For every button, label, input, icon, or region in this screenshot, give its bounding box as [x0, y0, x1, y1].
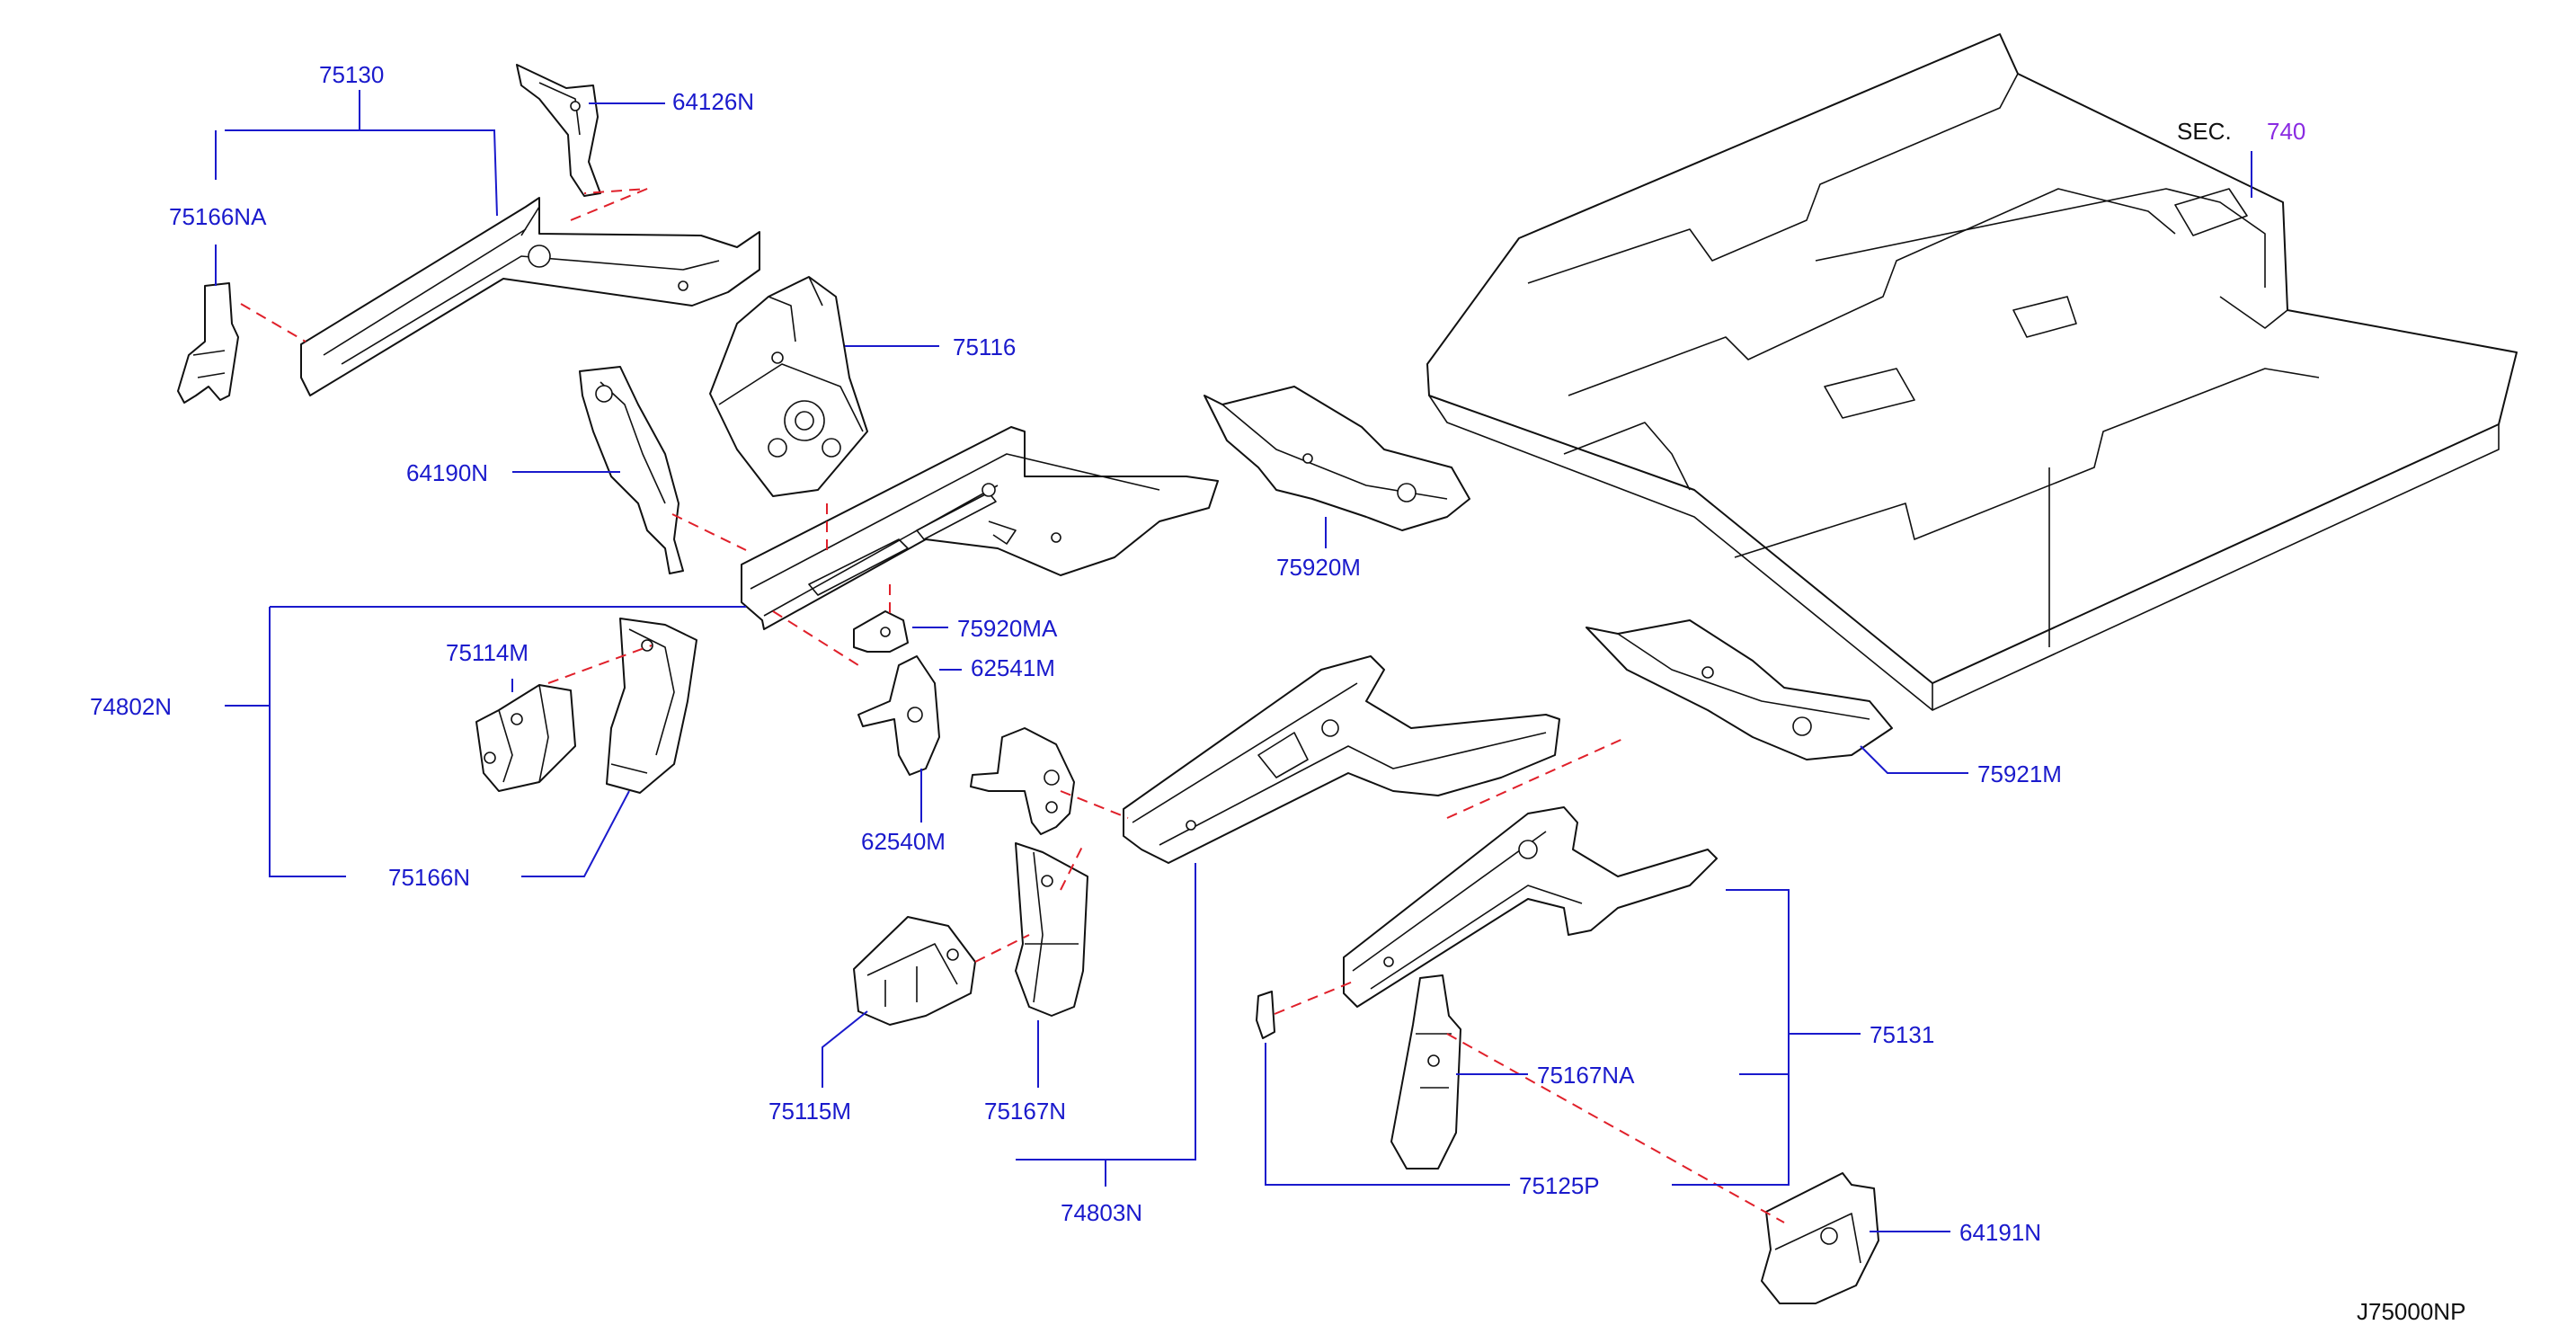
label-75167NA: 75167NA: [1537, 1062, 1635, 1089]
part-74802N-member: [741, 426, 1219, 630]
label-75115M: 75115M: [768, 1098, 851, 1125]
section-number-link[interactable]: 740: [2267, 118, 2305, 145]
part-75130: [300, 197, 760, 396]
part-75921M: [1586, 619, 1893, 760]
part-75920MA: [853, 610, 909, 653]
part-64190N: [579, 366, 684, 574]
label-64190N: 64190N: [406, 459, 488, 486]
label-74802N: 74802N: [90, 693, 172, 720]
part-64126N: [516, 64, 601, 197]
label-75920MA: 75920MA: [957, 615, 1058, 642]
label-75920M: 75920M: [1276, 554, 1361, 581]
dashed-connectors: [240, 188, 1785, 1223]
part-75166NA: [177, 282, 239, 404]
label-74803N: 74803N: [1061, 1199, 1142, 1226]
part-74803N-member: [1123, 655, 1560, 864]
label-75114M: 75114M: [446, 639, 529, 666]
part-75114M: [475, 684, 576, 792]
part-75115M: [853, 916, 976, 1026]
label-75166NA: 75166NA: [169, 203, 267, 230]
label-75125P: 75125P: [1519, 1172, 1600, 1199]
leader-lines: [215, 90, 2252, 1232]
label-75116: 75116: [953, 334, 1016, 360]
label-64191N: 64191N: [1959, 1219, 2041, 1246]
part-75166N: [606, 618, 697, 794]
diagram-code: J75000NP: [2357, 1298, 2465, 1325]
label-75921M: 75921M: [1977, 760, 2062, 787]
label-75167N: 75167N: [984, 1098, 1066, 1125]
part-75920M: [1204, 386, 1470, 531]
label-75130: 75130: [319, 61, 384, 88]
part-64191N: [1761, 1172, 1879, 1304]
label-62540M: 62540M: [861, 828, 946, 855]
part-75116: [709, 276, 868, 497]
part-75167NA: [1390, 974, 1461, 1169]
part-75125P: [1256, 991, 1275, 1039]
label-62541M: 62541M: [971, 654, 1055, 681]
section-reference: SEC. 740: [2177, 118, 2305, 145]
label-75131: 75131: [1870, 1021, 1934, 1048]
part-62540M: [970, 727, 1075, 835]
part-62541M: [857, 655, 940, 776]
label-75166N: 75166N: [388, 864, 470, 891]
label-64126N: 64126N: [672, 88, 754, 115]
floor-panel: [1426, 33, 2518, 711]
part-labels: 75130 64126N 75166NA 75116 64190N 75920M…: [90, 61, 2062, 1246]
part-75167N: [1015, 842, 1088, 1017]
section-prefix: SEC.: [2177, 118, 2232, 145]
part-75131: [1343, 806, 1718, 1008]
